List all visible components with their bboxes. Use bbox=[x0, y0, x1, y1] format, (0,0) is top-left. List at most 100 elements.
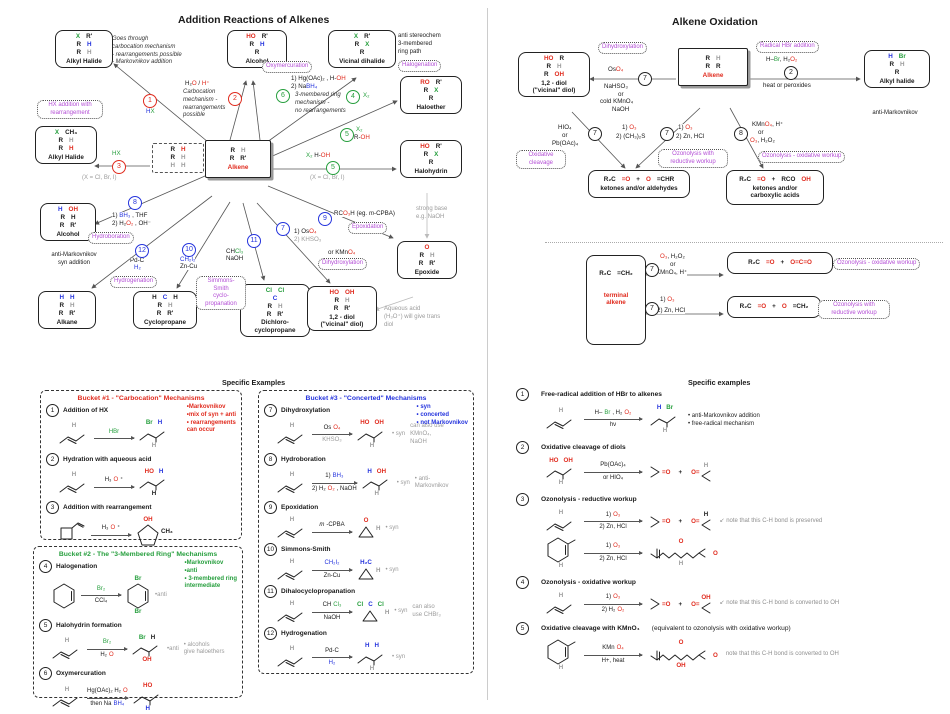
atom-token: O₃ bbox=[613, 511, 621, 518]
atom-token: O₃ bbox=[685, 124, 693, 131]
atom-token: CH₃ bbox=[65, 129, 78, 136]
atom-token: 1) Os bbox=[294, 228, 310, 235]
atom-token: R bbox=[170, 153, 175, 161]
substituent-labels: OH bbox=[676, 662, 685, 670]
reagent-or-4: or bbox=[670, 261, 676, 269]
structure-prefix: + bbox=[678, 518, 682, 525]
atom-token: R bbox=[419, 251, 424, 259]
example-name: Oxidative cleavage with KMnO₄ bbox=[541, 624, 640, 632]
chem-structure: H bbox=[277, 423, 307, 446]
atom-token: O=C=O bbox=[790, 259, 812, 266]
structure-prefix: O= bbox=[691, 469, 699, 476]
atom-token: HIO₄ bbox=[558, 124, 572, 131]
structure-suffix: =O bbox=[662, 469, 670, 476]
atom-token: H bbox=[71, 213, 76, 221]
atom-token: OH bbox=[345, 289, 355, 296]
atom-token: X bbox=[434, 86, 439, 94]
reagents-below: 2) Zn, HCl bbox=[599, 556, 626, 564]
atom-token: H bbox=[157, 419, 163, 426]
left-panel-title: Addition Reactions of Alkenes bbox=[178, 14, 330, 26]
atom-token: =CHR bbox=[656, 176, 675, 183]
atom-token: 1) bbox=[325, 473, 331, 480]
atom-token: H bbox=[430, 251, 435, 259]
section-divider-dotted bbox=[545, 242, 943, 243]
atom-token: Os bbox=[323, 424, 332, 431]
bucket-notes: •Markovnikov •anti • 3-membered ring int… bbox=[184, 560, 237, 590]
circle-7: 7 bbox=[638, 72, 652, 86]
atom-token: H bbox=[181, 161, 186, 169]
atom-token: H bbox=[170, 161, 175, 169]
reagents-above: m-CPBA bbox=[319, 522, 344, 530]
atom-token: NaOH bbox=[323, 614, 341, 621]
structure-core: O bbox=[357, 517, 375, 539]
node-label: Haloether bbox=[416, 103, 446, 111]
atom-token: 2) Na bbox=[291, 83, 307, 90]
circle-4: 4 bbox=[346, 90, 360, 104]
structure-core: H bbox=[277, 600, 307, 624]
atom-token: O bbox=[781, 303, 787, 310]
panel-divider bbox=[487, 8, 488, 700]
atom-token: NaOH bbox=[226, 255, 244, 262]
reagent-hio4: HIO₄ bbox=[558, 124, 572, 132]
reagent-kmno4-h: KMnO₄, H⁺ bbox=[752, 121, 784, 129]
atom-token: R bbox=[58, 136, 63, 144]
example-name: Halogenation bbox=[56, 563, 98, 570]
substituent-labels: H bbox=[559, 592, 563, 600]
atom-token: H bbox=[181, 153, 186, 161]
label-simmons-smith: Simmons- Smith cyclo- propanation bbox=[196, 276, 246, 310]
circle-number: 7 bbox=[264, 404, 277, 417]
reagent-pboac4: Pb(OAc)₄ bbox=[552, 140, 579, 148]
node-label: Alkyl halide bbox=[879, 77, 915, 85]
atom-token: H bbox=[716, 55, 721, 62]
reagent-kmno4: or KMnO₄ bbox=[328, 249, 356, 257]
structure-core: OH bbox=[136, 516, 160, 546]
reagents-below: NaOH bbox=[324, 615, 341, 623]
circle-number: 12 bbox=[264, 626, 277, 640]
atom-token: H bbox=[678, 560, 684, 568]
chem-structure bbox=[59, 522, 86, 542]
example-name: Hydroboration bbox=[281, 455, 326, 463]
atom-token: Br bbox=[773, 56, 780, 63]
label-oxidative-cleavage: Oxidative cleavage bbox=[516, 150, 566, 169]
reagents-above: 1) O₃ bbox=[606, 512, 620, 520]
structure-core bbox=[650, 598, 661, 610]
atom-token: HO bbox=[549, 456, 559, 464]
structure-core: H bbox=[701, 462, 712, 482]
skeletal-structure-vee bbox=[650, 466, 660, 478]
circle-number: 1 bbox=[46, 404, 59, 417]
atom-token: C bbox=[368, 600, 373, 608]
atom-token: then Na bbox=[90, 700, 112, 707]
atom-token: H bbox=[150, 633, 156, 641]
atom-token: NaOH bbox=[612, 106, 630, 113]
bucket-title: Bucket #3 - "Concerted" Mechanisms bbox=[305, 395, 427, 402]
structure-row: R bbox=[868, 69, 926, 77]
substituent-labels: H bbox=[290, 516, 294, 524]
atom-token: O₃ bbox=[660, 253, 668, 260]
note-carbocation-1: Goes through carbocation mechanism - rea… bbox=[112, 36, 182, 66]
left-examples-title: Specific Examples bbox=[222, 378, 286, 387]
atom-token: O bbox=[113, 477, 119, 484]
atom-token: R bbox=[428, 158, 434, 166]
node-label: 1,2 - diol ("vicinal" diol) bbox=[532, 79, 576, 94]
